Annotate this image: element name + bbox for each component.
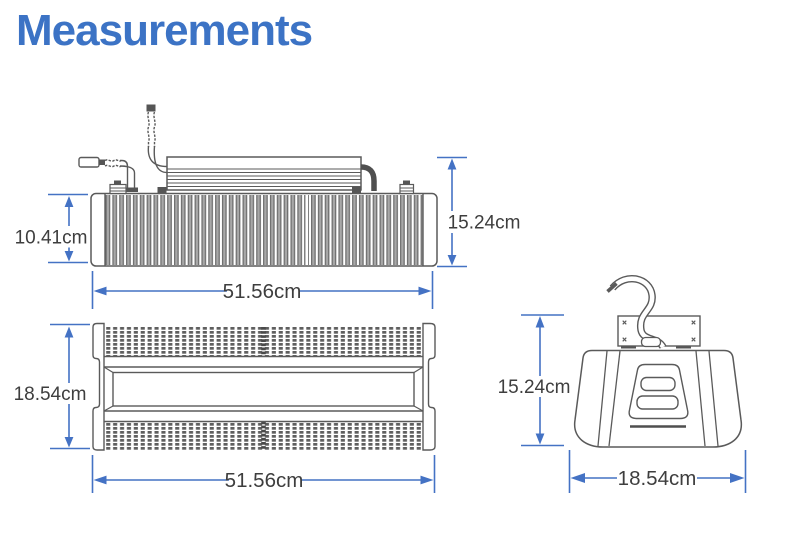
dimension-front-total-height: 15.24cm — [437, 156, 521, 268]
psu-foot-right — [352, 187, 361, 193]
side-view-dimensions: 15.24cm 18.54cm — [498, 314, 747, 493]
dim-label-top-width: 51.56cm — [225, 469, 304, 492]
vent-panel — [628, 363, 689, 420]
dimension-top-width: 51.56cm — [91, 455, 436, 493]
dimension-front-width: 51.56cm — [91, 271, 434, 309]
heatsink-front — [90, 192, 438, 267]
mount-bracket-left — [109, 180, 127, 195]
front-view-dimensions: 10.41cm 15.24cm 51.56cm — [15, 156, 521, 309]
dim-label-front-body-height: 10.41cm — [15, 228, 88, 249]
psu-foot-left — [157, 187, 167, 193]
dimension-front-body-height: 10.41cm — [15, 193, 88, 264]
dim-label-front-total-height: 15.24cm — [448, 213, 521, 234]
dim-label-top-depth: 18.54cm — [14, 384, 87, 405]
dimension-top-depth: 18.54cm — [14, 323, 90, 450]
mount-bracket-right — [399, 180, 415, 195]
dim-label-side-height: 15.24cm — [498, 377, 571, 398]
vent-slot-upper — [640, 376, 676, 392]
end-rail-right — [422, 322, 436, 451]
top-view-drawing — [92, 322, 436, 451]
top-view-dimensions: 18.54cm 51.56cm — [14, 323, 436, 493]
front-view-drawing — [78, 104, 438, 267]
top-view-body — [103, 355, 424, 423]
dim-label-front-width: 51.56cm — [223, 280, 302, 303]
page-title: Measurements — [16, 6, 313, 55]
side-view-drawing — [573, 275, 743, 448]
top-connector-wire — [146, 104, 168, 174]
wire-base — [123, 187, 138, 192]
plate-screws — [622, 320, 696, 342]
power-supply-box — [157, 156, 362, 193]
side-body-ridges — [597, 350, 719, 447]
end-rail-left — [92, 322, 105, 451]
dimension-side-depth: 18.54cm — [568, 450, 747, 493]
heatsink-fins — [105, 195, 423, 265]
dimension-side-height: 15.24cm — [498, 314, 571, 447]
vent-slot-lower — [636, 395, 679, 410]
power-plug-wire — [78, 156, 138, 192]
output-cable — [360, 164, 377, 191]
cord-gland — [640, 336, 662, 348]
dim-label-side-depth: 18.54cm — [618, 467, 697, 490]
